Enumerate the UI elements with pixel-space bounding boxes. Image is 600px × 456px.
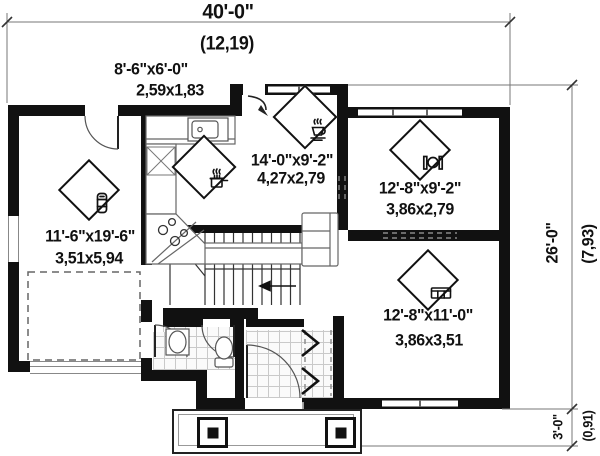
dimension-ticks <box>1 16 578 452</box>
overall-depth-metric: (7,93) <box>578 224 598 264</box>
garage-imperial: 11'-6"x19'-6" <box>45 226 135 246</box>
wall-closet-right <box>333 316 344 402</box>
wall-stair-bottom <box>163 308 258 319</box>
dishwasher <box>146 146 176 176</box>
wall-entry-top <box>246 319 304 327</box>
garage-metric: 3,51x5,94 <box>55 248 123 268</box>
living-room-imperial: 12'-8"x11'-0" <box>383 305 473 325</box>
wall-bath-top-jamb <box>230 319 236 327</box>
wall-bath-top <box>163 319 203 327</box>
bedroom-icon-diamond <box>388 118 452 182</box>
dining-room-imperial: 12'-8"x9'-2" <box>378 178 462 198</box>
garage-door-track <box>30 366 141 367</box>
cased-openings-dashed <box>304 176 457 396</box>
wall-bath-entry <box>235 319 244 402</box>
toilet <box>214 336 234 368</box>
garage-icon-diamond <box>57 158 121 222</box>
entry-floor-tile <box>246 330 333 398</box>
wall-garage-kitchen-top <box>8 105 240 116</box>
parking-pad-dashed <box>27 271 141 361</box>
overall-depth-imperial: 26'-0" <box>542 222 562 264</box>
wall-stair-top <box>163 225 310 233</box>
stove-burners <box>157 217 189 247</box>
dining-icon-diamond <box>272 84 338 150</box>
porch-post-right <box>325 417 356 448</box>
closet-chevrons <box>301 328 321 396</box>
living-room-metric: 3,86x3,51 <box>395 330 463 350</box>
dining-room-metric: 3,86x2,79 <box>386 199 454 219</box>
bedroom-window-divider-2 <box>426 109 428 116</box>
porch-post-left <box>197 417 228 448</box>
garage-side-window <box>8 216 19 262</box>
overall-width-metric: (12,19) <box>200 33 254 55</box>
porch-depth-imperial: 3'-0" <box>550 414 566 440</box>
kitchen-icon-diamond <box>171 134 237 200</box>
mudroom-door-opening <box>141 322 152 358</box>
wall-entry-bottom-left <box>196 398 245 409</box>
living-icon-diamond <box>396 248 460 312</box>
wall-bedroom-living <box>348 230 510 241</box>
rear-door-opening <box>243 84 265 95</box>
wall-right-exterior <box>499 107 510 409</box>
bedroom-window-divider-1 <box>392 109 394 116</box>
rear-deck-metric: 2,59x1,83 <box>136 80 204 100</box>
dimension-lines <box>6 13 578 447</box>
bathroom-sink <box>165 328 190 356</box>
kitchen-dining-imperial: 14'-0"x9'-2" <box>250 150 334 170</box>
wall-bath-bottom <box>141 370 201 381</box>
wall-dining-right <box>337 84 348 118</box>
dining-couch <box>301 212 339 267</box>
kitchen-dining-metric: 4,27x2,79 <box>257 168 325 188</box>
garage-top-door-opening <box>85 105 118 116</box>
wall-kitchen-bedroom <box>337 118 348 230</box>
rear-deck-imperial: 8'-6"x6'-0" <box>114 59 188 79</box>
garage-door-opening <box>30 361 141 374</box>
wall-bath-step <box>196 370 207 409</box>
living-window-divider <box>419 400 421 407</box>
front-door-opening <box>245 398 302 409</box>
rear-door-arrow <box>247 95 268 116</box>
overall-width-imperial: 40'-0" <box>202 0 254 24</box>
bedroom-window <box>358 109 462 116</box>
porch-depth-metric: (0,91) <box>580 410 596 442</box>
porch-post-left-core <box>207 427 218 438</box>
porch-post-right-core <box>335 427 346 438</box>
